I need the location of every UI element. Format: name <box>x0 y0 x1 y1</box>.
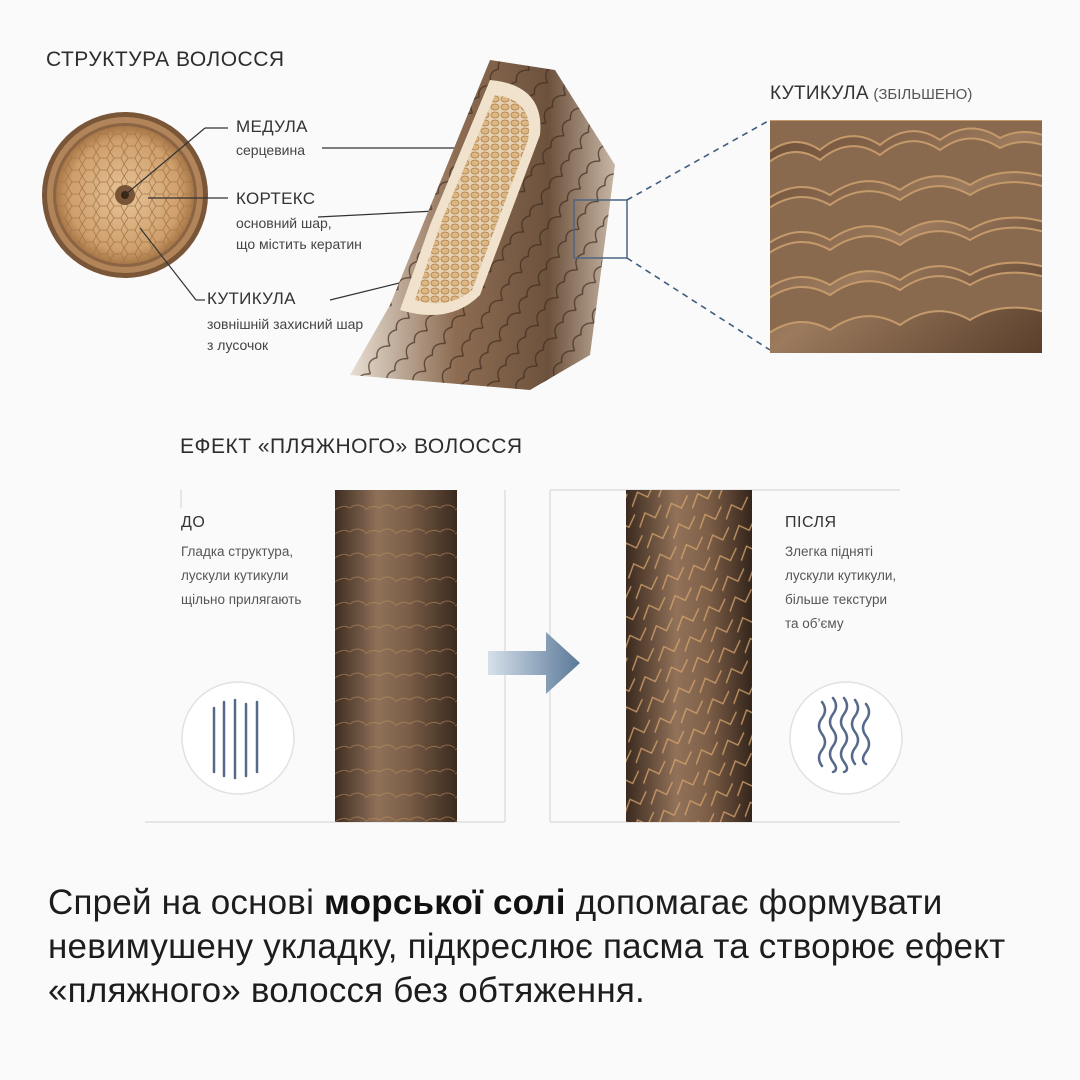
before-desc: Гладка структура, лускули кутикули щільн… <box>181 540 301 612</box>
after-desc-line-2: лускули кутикули, <box>785 568 897 583</box>
cortex-label: КОРТЕКС <box>236 189 316 208</box>
zoom-caption: КУТИКУЛА (ЗБІЛЬШЕНО) <box>770 83 972 105</box>
zoom-connector <box>573 119 771 351</box>
bottom-text-end: допомагає формувати невимушену укладку, … <box>48 883 1006 1010</box>
before-desc-line-1: Гладка структура, <box>181 544 294 559</box>
smooth-hair-strand <box>335 490 457 822</box>
cuticle-desc-line-1: зовнішній захисний шар <box>207 316 364 332</box>
cortex-desc-line-2: що містить кератин <box>236 236 362 252</box>
cuticle-zoom-image <box>770 120 1042 353</box>
bottom-text-bold: морської солі <box>324 883 566 922</box>
cuticle-desc-line-2: з лусочок <box>207 337 269 353</box>
before-desc-line-3: щільно прилягають <box>181 592 302 607</box>
medulla-label: МЕДУЛА <box>236 117 308 136</box>
after-desc-line-3: більше текстури <box>785 592 888 607</box>
wavy-strands-icon <box>789 681 903 795</box>
zoom-note: (ЗБІЛЬШЕНО) <box>873 86 973 103</box>
bottom-text-start: Спрей на основі <box>48 883 315 922</box>
cuticle-label: КУТИКУЛА <box>207 289 296 308</box>
cortex-desc-line-1: основний шар, <box>236 215 332 231</box>
zoom-title: КУТИКУЛА <box>770 83 869 104</box>
after-desc-line-1: Злегка підняті <box>785 544 874 559</box>
textured-hair-strand <box>626 490 752 822</box>
after-desc-line-4: та об’єму <box>785 616 844 631</box>
before-desc-line-2: лускули кутикули <box>181 568 289 583</box>
before-label: ДО <box>181 514 206 531</box>
structure-title: СТРУКТУРА ВОЛОССЯ <box>46 48 285 71</box>
hair-strand-3d <box>350 60 615 390</box>
after-desc: Злегка підняті лускули кутикули, більше … <box>785 540 896 636</box>
medulla-desc: серцевина <box>236 142 305 158</box>
after-label: ПІСЛЯ <box>785 514 837 531</box>
straight-strands-icon <box>181 681 295 795</box>
arrow-right-icon <box>488 632 580 694</box>
beach-effect-title: ЕФЕКТ «ПЛЯЖНОГО» ВОЛОССЯ <box>180 435 523 458</box>
bottom-description: Спрей на основі морської солі допомагає … <box>48 881 1048 1013</box>
